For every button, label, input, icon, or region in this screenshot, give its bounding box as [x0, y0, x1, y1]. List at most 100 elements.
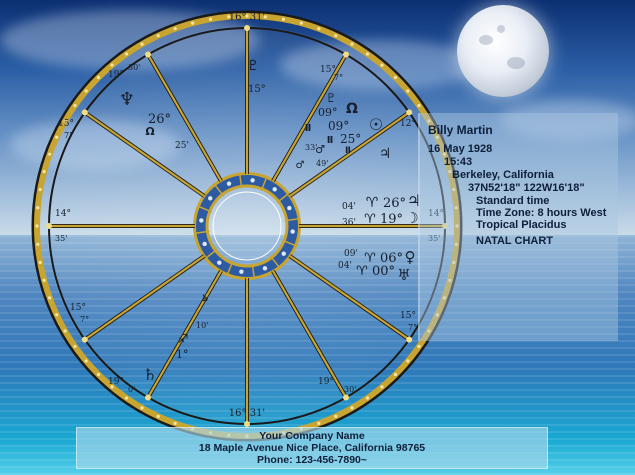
ring-bead [299, 21, 303, 25]
cusp-bead [145, 394, 151, 401]
sign-glyph: Ⅱ [305, 123, 312, 134]
ring-bead [42, 170, 46, 174]
sun-degree: 25° [340, 132, 361, 146]
ring-bead [84, 89, 88, 93]
planet-minute: 33' [305, 143, 317, 152]
cusp-bead [145, 51, 151, 58]
ring-bead [73, 103, 77, 108]
birth-time: 15:43 [444, 156, 473, 168]
ring-bead [35, 224, 39, 228]
ring-bead [227, 15, 231, 19]
ring-bead [435, 135, 439, 139]
cusp-bead [442, 223, 448, 229]
chart-info-panel: Billy Martin 16 May 1928 15:43 Berkeley,… [418, 113, 618, 341]
zodiac-divider [281, 239, 298, 247]
cusp-bead [244, 25, 250, 31]
cusp-label: 7° [334, 73, 343, 82]
zodiac-divider [196, 205, 213, 213]
ring-bead [55, 135, 59, 139]
zodiac-sign-mark [287, 205, 292, 211]
ring-bead [380, 385, 384, 389]
ring-bead [365, 396, 370, 400]
cusp-label: 7° [80, 315, 89, 324]
zodiac-divider [251, 263, 256, 280]
ring-bead [110, 63, 114, 67]
cusp-label: 15° [58, 119, 74, 129]
mars-glyph: ♂ [315, 143, 325, 156]
zodiac-sign-mark [202, 241, 207, 247]
ring-bead [36, 242, 40, 246]
cusp-bead [406, 109, 413, 116]
sign-glyph: Ω [145, 125, 155, 138]
time-type: Standard time [476, 195, 550, 207]
zodiac-sign-mark [239, 269, 244, 274]
house-cusp-line-gold [288, 111, 410, 198]
house-system: Tropical Placidus [476, 219, 567, 231]
ring-bead [350, 42, 354, 46]
ring-bead [36, 206, 40, 210]
ring-bead [427, 329, 431, 333]
aries-glyph: ♈ [366, 195, 379, 211]
ring-bead [84, 359, 88, 363]
moon-degree: 19° [380, 212, 403, 227]
cusp-label: 14° [428, 209, 444, 219]
ring-bead [448, 278, 452, 282]
jupiter-degree: 26° [383, 196, 406, 211]
zodiac-sign-mark [290, 229, 295, 234]
ring-bead [73, 344, 77, 349]
ring-bead [317, 421, 321, 425]
pluto-glyph: ♇ [247, 58, 260, 74]
ring-bead [38, 260, 42, 265]
jupiter-glyph: ♃ [407, 191, 421, 210]
ring-bead [156, 414, 160, 418]
ring-bead [454, 206, 458, 210]
neptune-degree: 26° [148, 112, 171, 127]
cusp-label: 35' [428, 234, 440, 243]
ring-bead [42, 278, 46, 282]
zodiac-sign-mark [281, 251, 286, 256]
ring-bead [452, 187, 456, 192]
zodiac-ring-band [196, 175, 298, 277]
jupiter-minute: 04' [342, 202, 356, 212]
neptune-glyph: ♆ [119, 89, 135, 110]
mars-glyph-2: ♂ [296, 160, 305, 171]
zodiac-ring-inner [205, 184, 289, 268]
neptune-minute: 25' [175, 141, 189, 151]
ring-bead [417, 344, 421, 349]
ring-bead [281, 17, 286, 21]
ring-bead [452, 260, 456, 265]
pluto-degree: 15° [248, 84, 266, 95]
ring-bead [48, 296, 52, 300]
cusp-bead [81, 109, 88, 116]
ring-bead [63, 329, 67, 333]
ring-bead [55, 313, 59, 317]
uranus-minute: 04' [338, 261, 352, 271]
company-address: 18 Maple Avenue Nice Place, California 9… [198, 442, 426, 454]
cusp-label: 14° [55, 209, 71, 219]
wheel-glass [47, 26, 447, 426]
ring-bead [173, 421, 177, 425]
house-cusp-line-gold [272, 53, 347, 182]
ring-bead [156, 34, 160, 38]
person-name: Billy Martin [428, 123, 493, 137]
cusp-label: 15° [320, 65, 336, 75]
ring-bead [442, 296, 446, 300]
house-cusp-line-gold [84, 111, 206, 198]
ring-bead [124, 52, 129, 56]
cusp-label: 19° [318, 377, 334, 387]
ring-bead [140, 42, 144, 46]
ring-bead [317, 27, 321, 31]
house-cusp-line-gold [147, 270, 222, 399]
company-phone: Phone: 123-456-7890~ [256, 454, 368, 466]
birth-place: Berkeley, California [452, 169, 554, 181]
ring-bead [245, 14, 249, 18]
ring-bead [38, 187, 42, 192]
ring-bead [96, 75, 101, 80]
zodiac-sign-mark [226, 181, 232, 186]
aries-glyph: ♈ [364, 251, 376, 266]
sun-glyph: ☉ [369, 115, 383, 134]
zodiac-divider [238, 172, 243, 189]
zodiac-sign-mark [217, 260, 222, 265]
sagittarius-glyph: ♐ [178, 332, 189, 346]
